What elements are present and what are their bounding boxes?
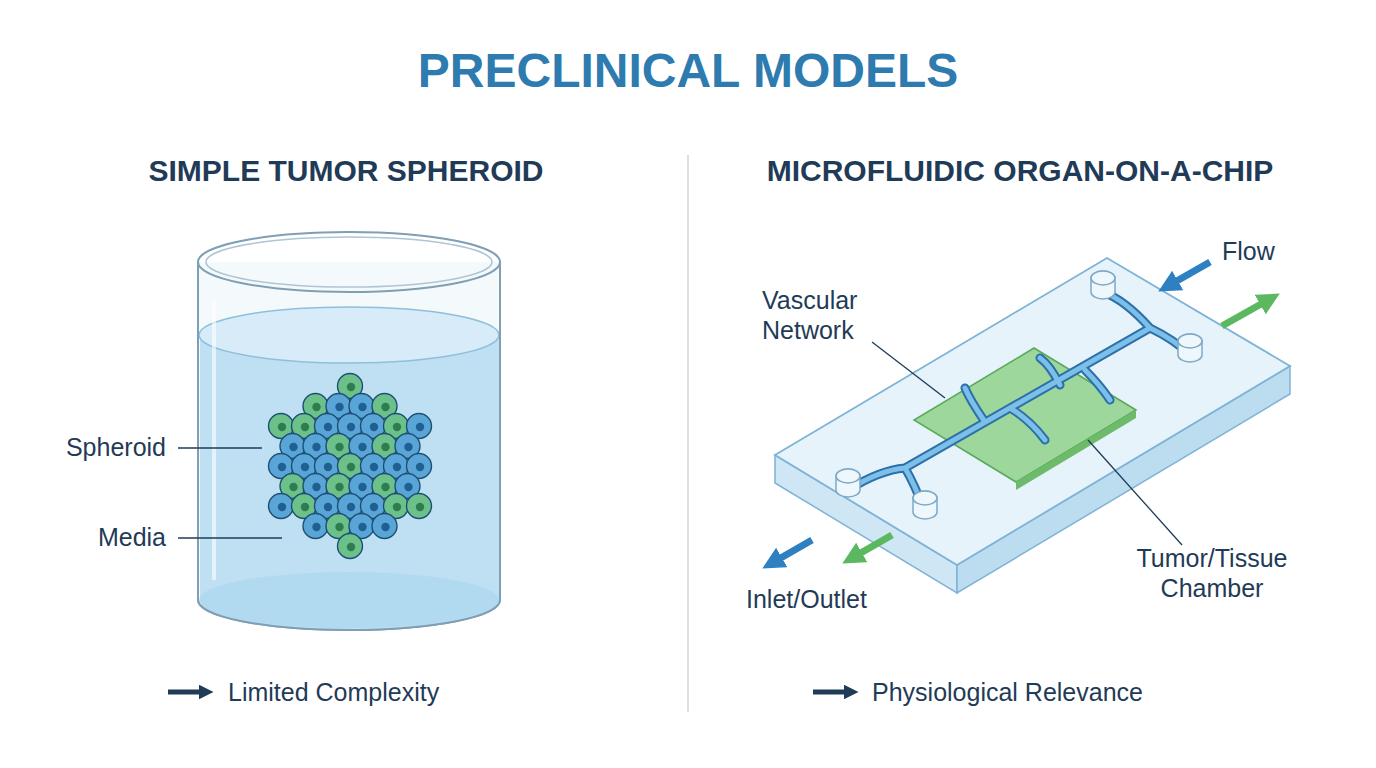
cell	[407, 494, 432, 519]
cell	[338, 534, 363, 559]
part-label: Physiological Relevance	[872, 677, 1143, 707]
part-label: Media	[98, 522, 166, 552]
leader-lines	[178, 342, 1182, 545]
part-label: Inlet/Outlet	[746, 584, 867, 614]
panel-heading: SIMPLE TUMOR SPHEROID	[148, 153, 543, 189]
beaker	[198, 232, 500, 630]
spheroid-cells	[269, 374, 432, 559]
cell	[372, 514, 397, 539]
cell	[303, 514, 328, 539]
panel-heading: MICROFLUIDIC ORGAN-ON-A-CHIP	[767, 153, 1274, 189]
part-label: Vascular Network	[762, 285, 887, 345]
divider	[687, 155, 689, 712]
part-label: Spheroid	[66, 432, 166, 462]
part-label: Tumor/Tissue Chamber	[1112, 543, 1312, 603]
cell	[269, 494, 294, 519]
title: PRECLINICAL MODELS	[418, 42, 958, 100]
part-label: Flow	[1222, 236, 1275, 266]
part-label: Limited Complexity	[228, 677, 439, 707]
